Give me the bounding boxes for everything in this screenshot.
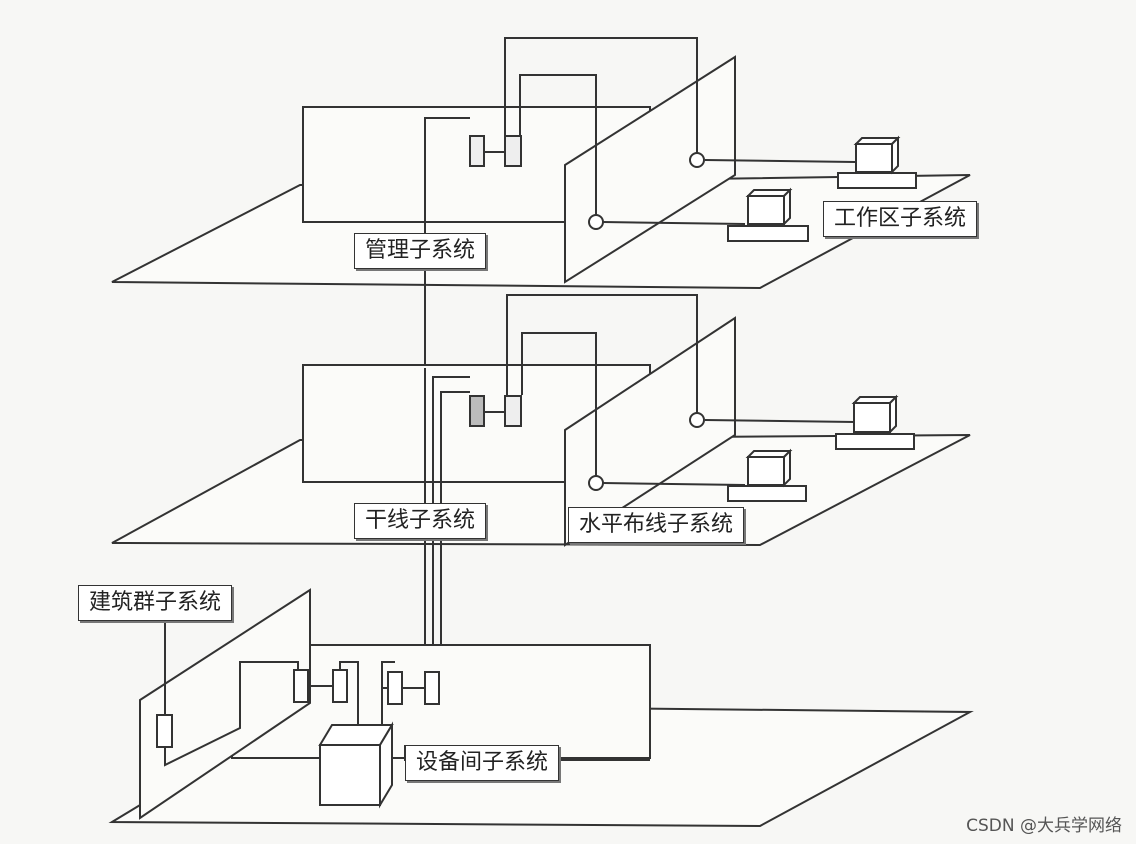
middle-outlet-cable-1: [704, 419, 856, 423]
watermark: CSDN @大兵学网络: [966, 816, 1122, 836]
bottom-patch-panel-b-left: [387, 671, 403, 705]
top-outlet-cable-2: [602, 221, 746, 225]
top-inner-loop: [519, 74, 597, 222]
middle-floor: [111, 294, 971, 678]
bottom-patch-panel-a-right: [332, 669, 348, 703]
top-patch-panel-left: [469, 135, 485, 167]
middle-outlet-2: [588, 475, 604, 491]
bottom-patch-panel-b-right: [424, 671, 440, 705]
campus-connector: [156, 714, 173, 748]
top-floor-partition: [564, 55, 736, 284]
top-workstation-2: [727, 187, 809, 242]
campus-to-room-cable: [164, 661, 299, 767]
label-campus-subsystem: 建筑群子系统: [78, 585, 233, 621]
top-riser-loop: [504, 37, 698, 160]
top-edge-mask: [0, 0, 1136, 6]
bottom-patch-panel-a-left: [293, 669, 309, 703]
middle-backbone-pair-outer: [432, 376, 470, 678]
middle-patch-panel-right: [504, 395, 522, 427]
bottom-floor-side-wall: [139, 588, 311, 820]
label-work-area-subsystem: 工作区子系统: [823, 201, 978, 237]
middle-outlet-1: [689, 412, 705, 428]
equipment-cabinet: [318, 721, 394, 809]
middle-workstation-1: [835, 394, 915, 450]
top-outlet-cable-1: [704, 159, 856, 163]
middle-patch-panel-left: [469, 395, 485, 427]
top-patch-panel-right: [504, 135, 522, 167]
top-outlet-1: [689, 152, 705, 168]
bottom-floor: [108, 588, 974, 828]
middle-floor-partition: [564, 316, 736, 547]
bottom-patch-b-cable: [381, 661, 395, 725]
top-outlet-2: [588, 214, 604, 230]
label-horizontal-subsystem: 水平布线子系统: [568, 507, 745, 543]
bottom-patch-a-cable: [339, 661, 359, 725]
label-management-subsystem: 管理子系统: [354, 233, 487, 269]
middle-outlet-cable-2: [602, 482, 746, 486]
middle-workstation-2: [727, 448, 807, 502]
label-backbone-subsystem: 干线子系统: [354, 503, 487, 539]
top-workstation-1: [837, 135, 917, 189]
label-equipment-room-subsystem: 设备间子系统: [405, 745, 560, 781]
top-floor: [111, 37, 971, 295]
middle-backbone-pair-inner: [440, 391, 470, 678]
middle-inner-loop: [521, 332, 597, 483]
middle-riser-loop: [506, 294, 698, 420]
